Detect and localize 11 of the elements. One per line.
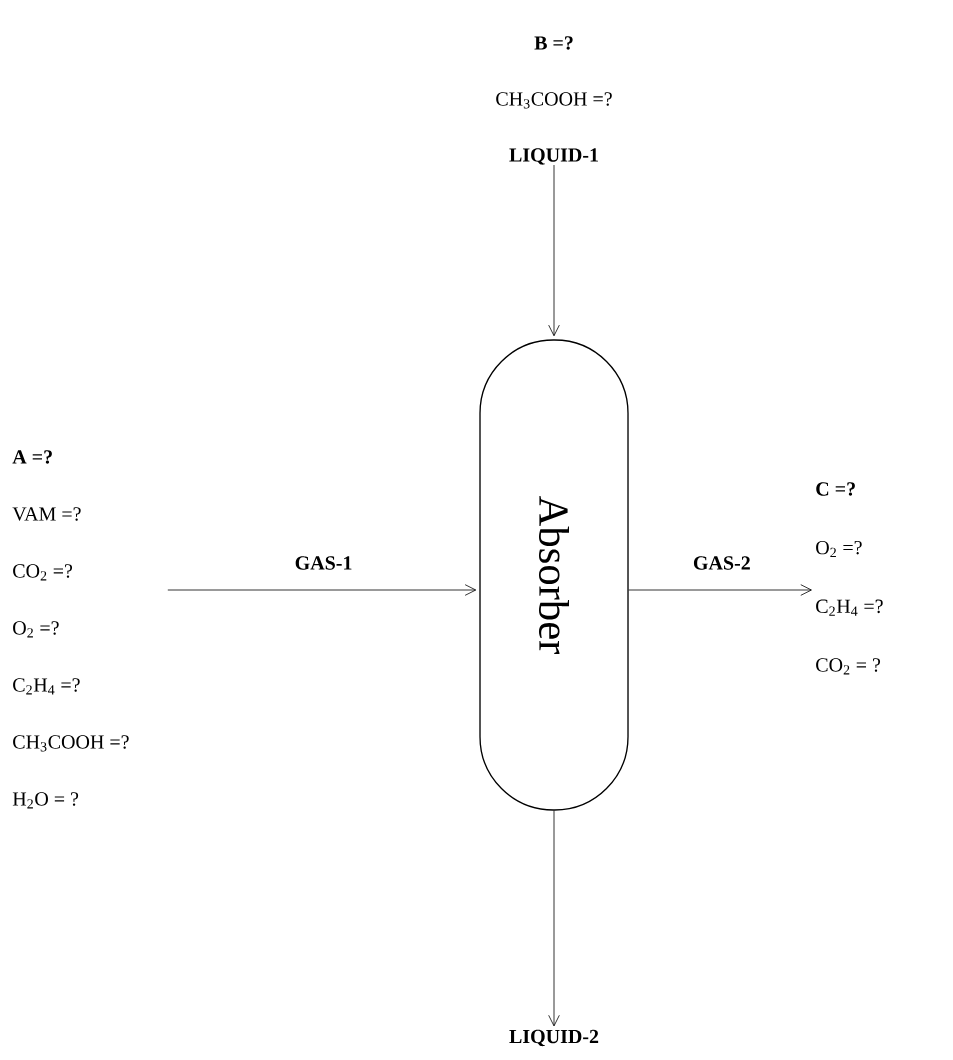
stream-text: A =? VAM =? CO$_{2}$ =? O$_{2}$ =? C$_{2}$H$_{4}$ =? CH$_{3}$COOH =? H$_{2}$O = ?	[12, 450, 129, 809]
edge-label: GAS-2	[691, 554, 753, 572]
arrow	[548, 164, 560, 337]
stream-text: C =? O$_{2}$ =? C$_{2}$H$_{4}$ =? CO$_{2}$ = ?	[816, 482, 883, 675]
arrow	[167, 584, 477, 596]
absorber-vessel: Absorber	[479, 339, 629, 811]
arrow	[628, 584, 812, 596]
stream-text: LIQUID-2	[509, 1029, 599, 1047]
edge-label: GAS-1	[293, 554, 354, 572]
arrow	[548, 810, 560, 1027]
stream-text: B =? CH$_{3}$COOH =? LIQUID-1	[496, 36, 612, 165]
